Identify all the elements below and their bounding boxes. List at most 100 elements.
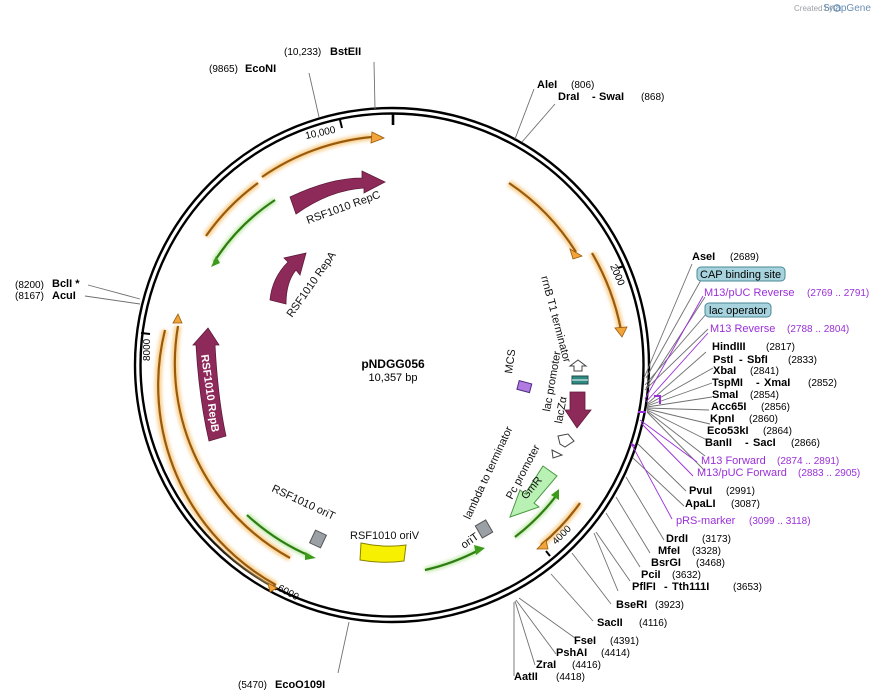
repa-arrow <box>269 252 307 305</box>
site-tspmi-name[interactable]: TspMI <box>712 377 743 389</box>
rrnb-terminator-label: rrnB T1 terminator <box>538 275 573 364</box>
primer-m13-reverse-name[interactable]: M13 Reverse <box>710 323 775 335</box>
site-swai-name[interactable]: SwaI <box>599 91 624 103</box>
site-smai-name[interactable]: SmaI <box>712 389 738 401</box>
gmr-arrow <box>509 465 558 518</box>
site-bseri-name[interactable]: BseRI <box>616 599 647 611</box>
site-bseri-pos: (3923) <box>655 600 684 611</box>
orit-left-label: RSF1010 oriT <box>270 483 337 523</box>
site-hindiii-name[interactable]: HindIII <box>712 341 746 353</box>
lambda-terminator-icon <box>557 433 575 448</box>
site-pshai-name[interactable]: PshAI <box>556 647 587 659</box>
site-fsei-pos: (4391) <box>610 636 639 647</box>
primer-m13puc-reverse-name[interactable]: M13/pUC Reverse <box>704 287 794 299</box>
site-kpni-pos: (2860) <box>749 414 778 425</box>
site-sbfi-name[interactable]: SbfI <box>747 354 768 366</box>
site-alei-name[interactable]: AleI <box>537 79 557 91</box>
site-acc65i-pos: (2856) <box>761 402 790 413</box>
site-aatii-name[interactable]: AatII <box>514 671 538 683</box>
green-arrows <box>211 197 559 573</box>
site-drai-name[interactable]: DraI <box>558 91 579 103</box>
site-tspmi-pos: (2852) <box>808 378 837 389</box>
site-drai-sep: - <box>592 91 596 103</box>
orange-arrows <box>154 131 628 593</box>
primer-m13-forward-name[interactable]: M13 Forward <box>701 455 766 467</box>
site-bsrgi-name[interactable]: BsrGI <box>651 557 681 569</box>
site-bcli-pos: (8200) <box>15 280 44 291</box>
cap-binding-label: CAP binding site <box>700 269 781 281</box>
primer-m13puc-forward-name[interactable]: M13/pUC Forward <box>697 467 787 479</box>
repb-arrow <box>192 327 227 442</box>
site-zrai-name[interactable]: ZraI <box>536 659 556 671</box>
site-eco0109i-name[interactable]: EcoO109I <box>275 679 325 691</box>
site-aatii-pos: (4418) <box>556 672 585 683</box>
site-drdi-name[interactable]: DrdI <box>666 533 688 545</box>
cap-binding-box[interactable] <box>696 266 786 282</box>
site-eco0109i-pos: (5470) <box>238 680 267 691</box>
primer-marks <box>630 395 661 447</box>
site-bcli-name[interactable]: BclI * <box>52 278 80 290</box>
site-pshai-pos: (4414) <box>601 648 630 659</box>
site-econi-name[interactable]: EcoNI <box>245 63 276 75</box>
site-psti-name[interactable]: PstI <box>713 354 733 366</box>
mcs-box <box>516 379 533 394</box>
site-pflfi-name[interactable]: PflFI <box>632 581 656 593</box>
site-alei-pos: (806) <box>571 80 594 91</box>
site-bsteii-name[interactable]: BstEII <box>330 46 361 58</box>
tick-2000-mark <box>617 265 625 269</box>
lambda-terminator-label: lambda to terminator <box>462 424 516 521</box>
site-smai-pos: (2854) <box>750 390 779 401</box>
site-mfei-name[interactable]: MfeI <box>658 545 680 557</box>
primer-m13puc-reverse-pos: (2769 .. 2791) <box>807 288 869 299</box>
site-sacii-name[interactable]: SacII <box>597 617 623 629</box>
credit-prefix: Created by <box>794 4 833 13</box>
site-drdi-pos: (3173) <box>702 534 731 545</box>
mcs-label: MCS <box>503 349 518 375</box>
site-pvui-name[interactable]: PvuI <box>689 485 712 497</box>
site-pvui-pos: (2991) <box>726 486 755 497</box>
site-bsrgi-pos: (3468) <box>696 558 725 569</box>
site-banii-sep: - <box>745 437 749 449</box>
snapgene-logo-icon <box>833 4 841 12</box>
orit-right-box <box>474 519 494 539</box>
site-acui-name[interactable]: AcuI <box>52 290 76 302</box>
repc-arrow <box>289 170 386 215</box>
site-tth111i-name[interactable]: Tth111I <box>672 581 709 593</box>
site-banii-name[interactable]: BanII <box>705 437 732 449</box>
site-tspmi-sep: - <box>756 377 760 389</box>
site-hindiii-pos: (2817) <box>766 342 795 353</box>
tick-8000-mark <box>140 332 151 335</box>
site-zrai-pos: (4416) <box>572 660 601 671</box>
snapgene-brand: SnapGene <box>823 3 871 14</box>
site-pflfi-sep: - <box>664 581 668 593</box>
lacza-arrow <box>564 391 592 429</box>
site-xbai-pos: (2841) <box>750 366 779 377</box>
tick-10000-mark <box>339 119 343 129</box>
backbone-inner <box>139 112 645 618</box>
site-kpni-name[interactable]: KpnI <box>710 413 734 425</box>
lacza-label: lacZα <box>553 395 570 424</box>
site-eco53ki-name[interactable]: Eco53kI <box>707 425 749 437</box>
site-acc65i-name[interactable]: Acc65I <box>711 401 746 413</box>
primer-prs-marker-name[interactable]: pRS-marker <box>676 515 736 527</box>
lac-operator-box[interactable] <box>704 302 772 318</box>
site-acui-pos: (8167) <box>15 291 44 302</box>
site-xbai-name[interactable]: XbaI <box>713 365 736 377</box>
primer-m13puc-forward-pos: (2883 .. 2905) <box>798 468 860 479</box>
site-xmai-name[interactable]: XmaI <box>764 377 790 389</box>
site-apali-name[interactable]: ApaLI <box>685 498 716 510</box>
site-pcii-name[interactable]: PciI <box>641 569 661 581</box>
site-fsei-name[interactable]: FseI <box>574 635 596 647</box>
site-saci-name[interactable]: SacI <box>753 437 776 449</box>
lac-operator-label: lac operator <box>709 305 767 317</box>
plasmid-size: 10,357 bp <box>369 372 418 384</box>
site-bsteii-pos: (10,233) <box>284 47 321 58</box>
site-leader-lines <box>84 61 714 676</box>
primer-m13-forward-pos: (2874 .. 2891) <box>777 456 839 467</box>
primer-m13-reverse-pos: (2788 .. 2804) <box>787 324 849 335</box>
site-asei-pos: (2689) <box>730 252 759 263</box>
pc-promoter-icon <box>551 449 564 459</box>
site-asei-name[interactable]: AseI <box>692 251 715 263</box>
tick-8000: 8000 <box>142 338 153 361</box>
